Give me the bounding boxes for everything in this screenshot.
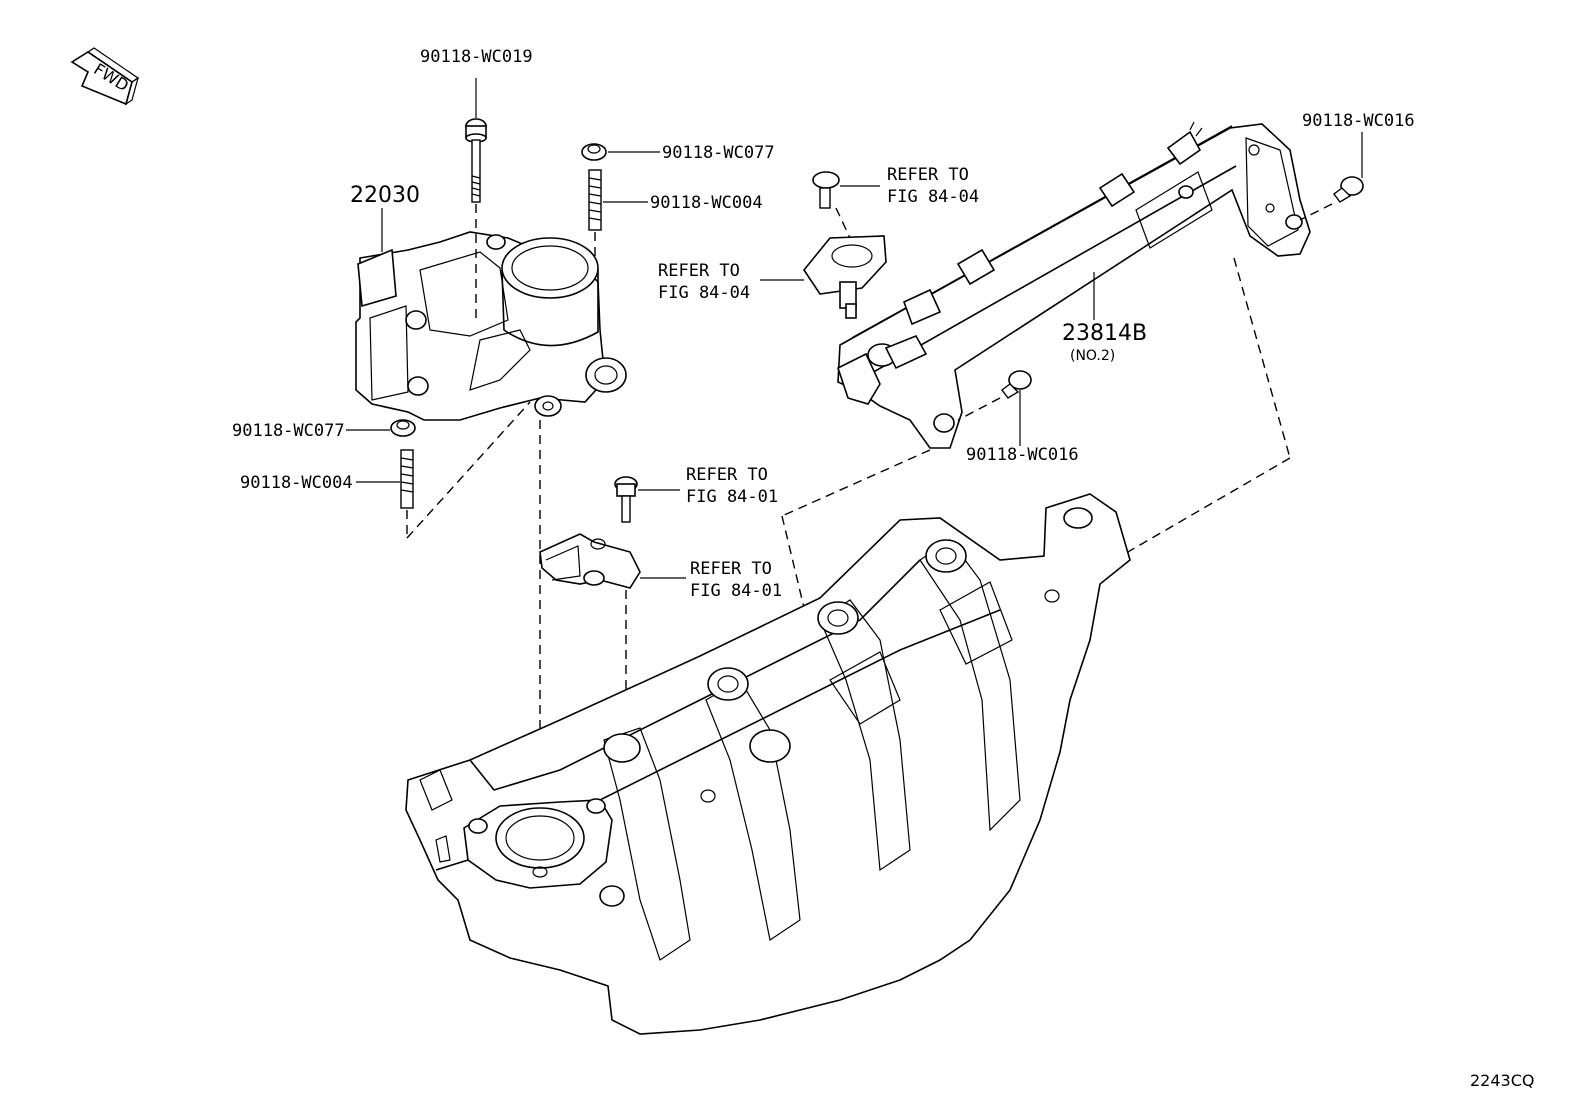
- callout-bolt-rail-right: 90118-WC016: [1302, 111, 1415, 131]
- callout-fuel-rail: 23814B: [1062, 321, 1147, 346]
- refer-a-line1: REFER TO: [887, 165, 969, 185]
- refer-c-line2: FIG 84-01: [686, 487, 778, 507]
- callout-bolt-rail-mid: 90118-WC016: [966, 445, 1079, 465]
- refer-d-line1: REFER TO: [690, 559, 772, 579]
- fuel-rail[interactable]: [837, 121, 1311, 449]
- refer-c-line1: REFER TO: [686, 465, 768, 485]
- refer-a-line2: FIG 84-04: [887, 187, 979, 207]
- callout-stud-left: 90118-WC004: [240, 473, 353, 493]
- intake-manifold: [405, 493, 1131, 1035]
- refer-b-line1: REFER TO: [658, 261, 740, 281]
- refer-d-line2: FIG 84-01: [690, 581, 782, 601]
- fwd-arrow-icon: FWD: [70, 47, 140, 106]
- callout-nut-top: 90118-WC077: [662, 143, 775, 163]
- bolt-90118-wc016-right[interactable]: [1333, 176, 1364, 203]
- refer-b-line2: FIG 84-04: [658, 283, 750, 303]
- stud-90118-wc004-top[interactable]: [588, 169, 602, 231]
- bolt-90118-wc016-mid[interactable]: [1001, 370, 1032, 399]
- nut-90118-wc077-left[interactable]: [390, 419, 416, 437]
- bolt-90118-wc019[interactable]: [465, 118, 487, 203]
- callout-fuel-rail-note: (NO.2): [1070, 348, 1115, 364]
- callout-bolt-top: 90118-WC019: [420, 47, 533, 67]
- bolt-refer-84-01[interactable]: [614, 476, 638, 523]
- throttle-body[interactable]: [355, 231, 627, 421]
- bolt-refer-84-04[interactable]: [812, 171, 840, 209]
- callout-throttle-body: 22030: [350, 183, 420, 208]
- callout-nut-left: 90118-WC077: [232, 421, 345, 441]
- stud-90118-wc004-left[interactable]: [400, 449, 414, 509]
- nut-90118-wc077-top[interactable]: [581, 143, 607, 161]
- diagram-code: 2243CQ: [1470, 1071, 1534, 1090]
- fuel-pressure-sensor[interactable]: [803, 235, 887, 319]
- manifold-pressure-sensor[interactable]: [539, 533, 641, 589]
- callout-stud-top: 90118-WC004: [650, 193, 763, 213]
